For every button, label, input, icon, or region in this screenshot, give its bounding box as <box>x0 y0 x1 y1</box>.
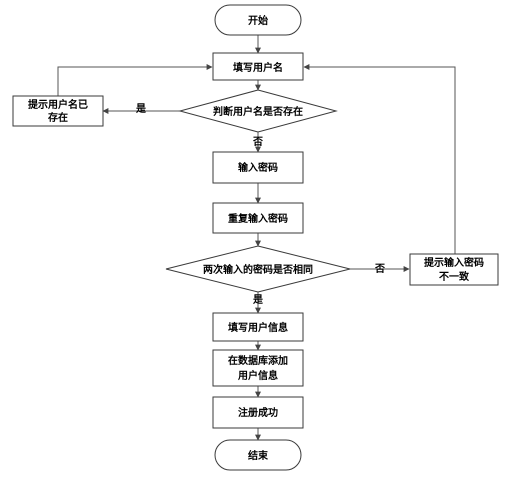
repeat-password-label: 重复输入密码 <box>228 212 288 225</box>
fill-user-info-node: 填写用户信息 <box>212 312 304 342</box>
edge-exists-back-to-fill-username <box>57 64 213 96</box>
show-password-mismatch-label-line2: 不一致 <box>439 270 470 283</box>
end-label: 结束 <box>248 449 269 462</box>
repeat-password-node: 重复输入密码 <box>212 202 304 234</box>
show-password-mismatch-node: 提示输入密码 不一致 <box>409 253 499 286</box>
enter-password-label: 输入密码 <box>238 161 278 174</box>
check-password-decision: 两次输入的密码是否相同 <box>165 245 351 293</box>
show-username-exists-node: 提示用户名已 存在 <box>12 95 104 127</box>
start-label: 开始 <box>248 14 268 27</box>
edge-label-password-no: 否 <box>374 263 385 275</box>
add-to-database-label-line1: 在数据库添加 <box>228 354 288 367</box>
add-to-database-label-line2: 用户信息 <box>237 369 278 382</box>
end-node: 结束 <box>214 439 302 471</box>
show-username-exists-label-line2: 存在 <box>48 111 68 124</box>
check-password-label: 两次输入的密码是否相同 <box>203 263 313 276</box>
fill-user-info-label: 填写用户信息 <box>228 321 288 334</box>
register-success-label: 注册成功 <box>238 406 278 419</box>
edge-label-username-no: 否 <box>252 136 263 148</box>
add-to-database-node: 在数据库添加 用户信息 <box>212 349 304 387</box>
edge-label-password-yes: 是 <box>252 294 263 306</box>
register-success-node: 注册成功 <box>212 396 304 429</box>
start-node: 开始 <box>214 4 302 36</box>
show-username-exists-label-line1: 提示用户名已 <box>28 98 88 111</box>
enter-password-node: 输入密码 <box>212 151 304 184</box>
edge-label-username-yes: 是 <box>135 103 146 115</box>
check-username-decision: 判断用户名是否存在 <box>178 89 338 133</box>
fill-username-node: 填写用户名 <box>212 52 304 81</box>
edge-mismatch-back-to-fill-username <box>303 64 456 254</box>
check-username-label: 判断用户名是否存在 <box>213 105 303 118</box>
connectors <box>57 35 456 441</box>
fill-username-label: 填写用户名 <box>233 61 283 74</box>
show-password-mismatch-label-line1: 提示输入密码 <box>424 256 484 269</box>
